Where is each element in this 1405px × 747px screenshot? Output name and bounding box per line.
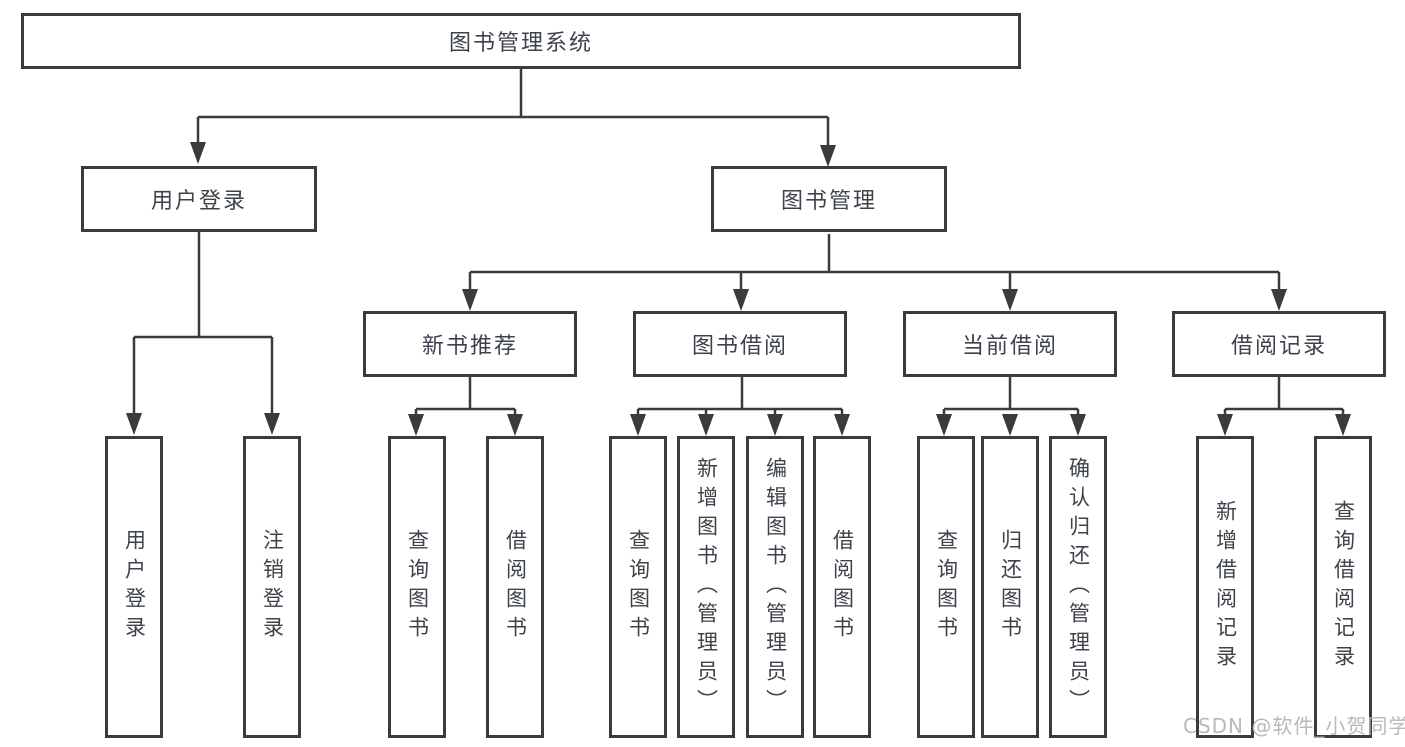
node-library-management-system: 图书管理系统 <box>21 13 1021 69</box>
leaf-query-borrow-record: 查询借阅记录 <box>1314 436 1372 738</box>
leaf-borrow-books-recommend: 借阅图书 <box>486 436 544 738</box>
node-current-borrowing: 当前借阅 <box>903 311 1117 377</box>
csdn-watermark: CSDN @软件_小贺同学 <box>1183 714 1405 738</box>
connector-lines <box>132 69 1345 414</box>
leaf-add-books-admin: 新增图书（管理员） <box>677 436 735 738</box>
node-new-book-recommendation: 新书推荐 <box>363 311 577 377</box>
leaf-query-books-borrowing: 查询图书 <box>609 436 667 738</box>
leaf-borrow-books-borrowing: 借阅图书 <box>813 436 871 738</box>
leaf-query-books-recommend: 查询图书 <box>388 436 446 738</box>
leaf-edit-books-admin: 编辑图书（管理员） <box>746 436 804 738</box>
leaf-confirm-return-admin: 确认归还（管理员） <box>1049 436 1107 738</box>
node-book-borrowing: 图书借阅 <box>633 311 847 377</box>
node-user-login: 用户登录 <box>81 166 317 232</box>
leaf-return-books: 归还图书 <box>981 436 1039 738</box>
arrowhead-icons <box>126 142 1351 436</box>
leaf-add-borrow-record: 新增借阅记录 <box>1196 436 1254 738</box>
node-book-management: 图书管理 <box>711 166 947 232</box>
leaf-logout: 注销登录 <box>243 436 301 738</box>
leaf-query-books-current: 查询图书 <box>917 436 975 738</box>
node-borrowing-records: 借阅记录 <box>1172 311 1386 377</box>
leaf-user-login: 用户登录 <box>105 436 163 738</box>
